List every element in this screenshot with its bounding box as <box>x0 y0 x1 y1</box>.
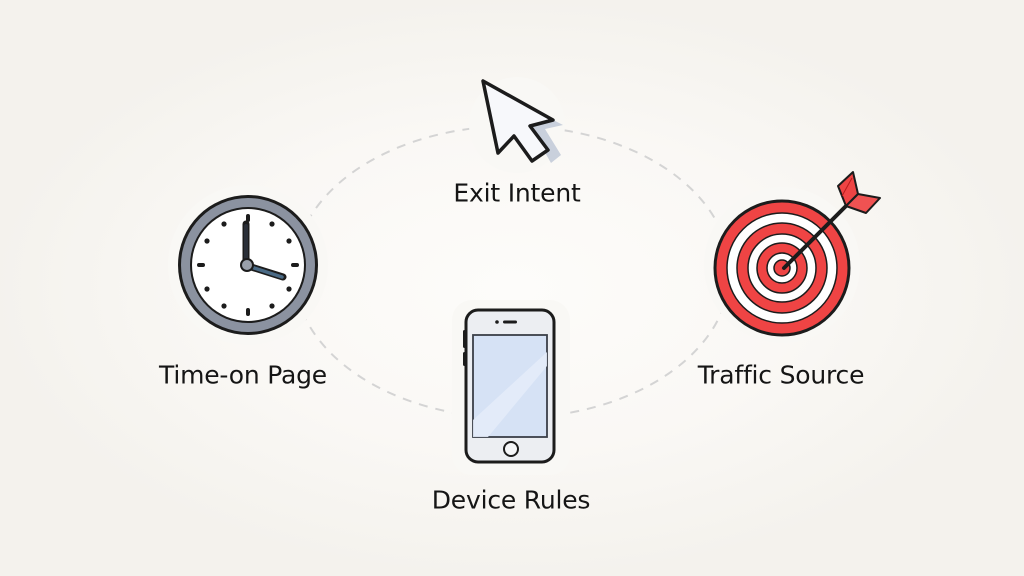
dart-shaft <box>782 198 854 270</box>
clock-tick-marks <box>197 214 299 316</box>
cursor-arrow-icon <box>481 79 563 163</box>
node-label-time-on-page: Time-on Page <box>159 360 327 390</box>
node-label-exit-intent: Exit Intent <box>453 178 581 208</box>
node-label-device-rules: Device Rules <box>431 485 591 515</box>
clock-icon <box>178 195 318 335</box>
target-dart-icon <box>713 171 881 337</box>
node-label-traffic-source: Traffic Source <box>697 360 865 390</box>
smartphone-icon <box>463 308 556 464</box>
